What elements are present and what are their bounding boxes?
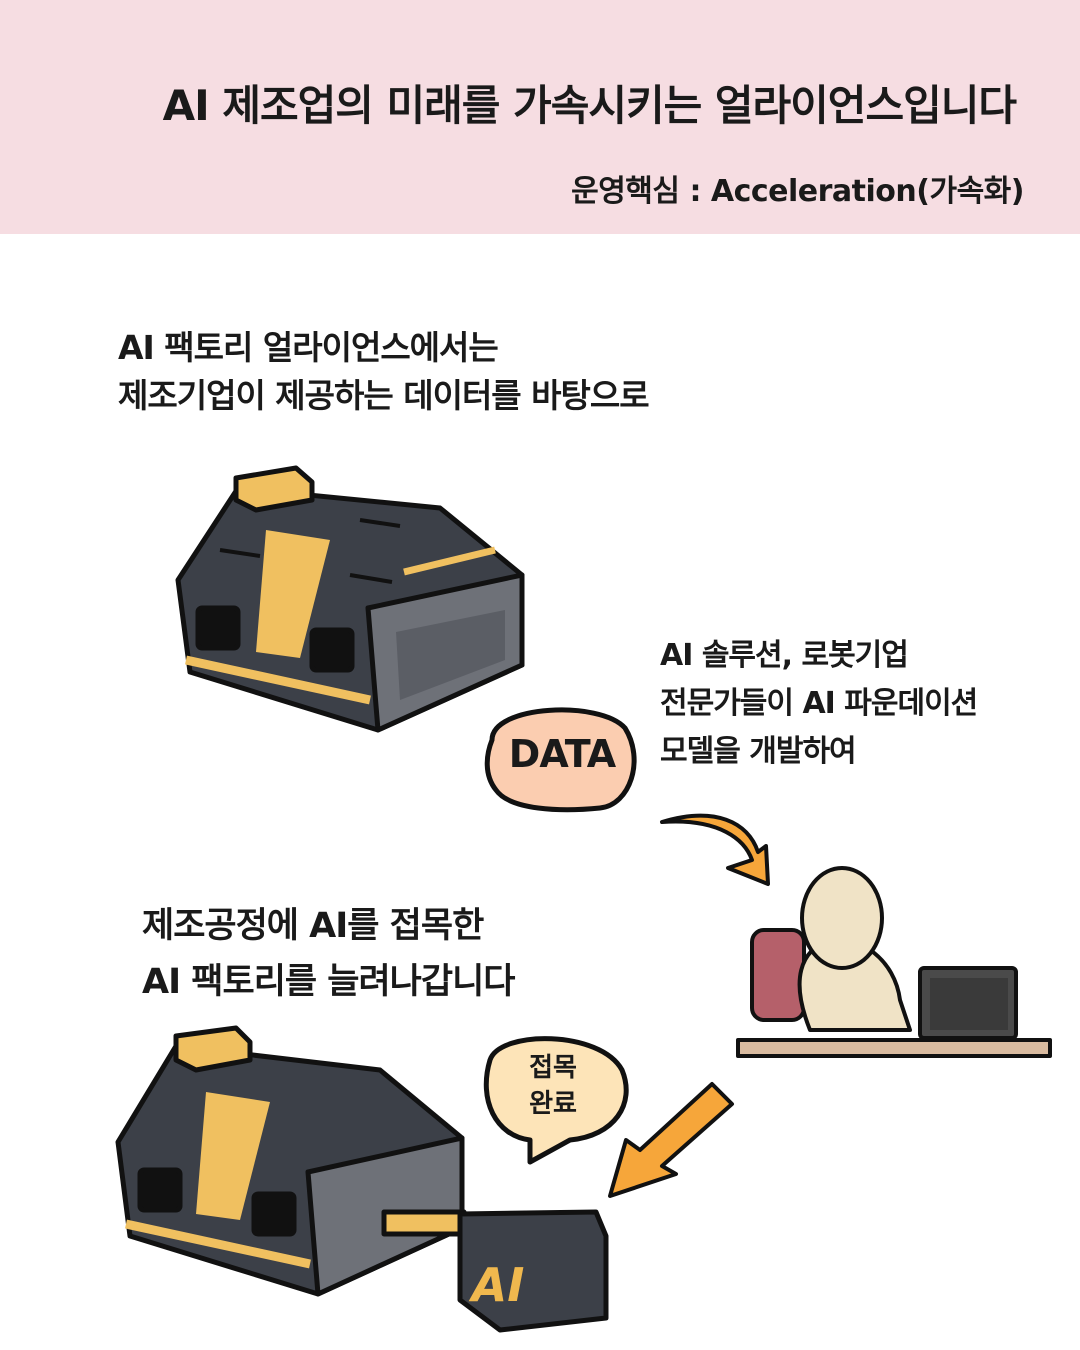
data-bubble-label: DATA <box>508 732 616 776</box>
header-banner: AI 제조업의 미래를 가속시키는 얼라이언스입니다 운영핵심 : Accele… <box>0 0 1080 234</box>
done-bubble <box>483 1036 629 1165</box>
caption-line: AI 팩토리 얼라이언스에서는 <box>118 328 499 367</box>
caption-line: AI 팩토리를 늘려나갑니다 <box>142 962 515 1002</box>
done-bubble-label: 접목 완료 <box>488 1050 618 1122</box>
bubble-line: 접목 <box>529 1053 577 1083</box>
caption-factory: 제조공정에 AI를 접목한 AI 팩토리를 늘려나갑니다 <box>142 898 515 1010</box>
caption-line: AI 솔루션, 로봇기업 <box>660 638 909 673</box>
caption-line: 전문가들이 AI 파운데이션 <box>660 686 978 721</box>
factory-bottom-illustration <box>115 1025 609 1333</box>
arrow-down-left-icon <box>608 1082 734 1198</box>
caption-experts: AI 솔루션, 로봇기업 전문가들이 AI 파운데이션 모델을 개발하여 <box>660 632 978 776</box>
factory-top-illustration <box>175 465 525 733</box>
caption-data-intro: AI 팩토리 얼라이언스에서는 제조기업이 제공하는 데이터를 바탕으로 <box>118 324 650 420</box>
caption-line: 제조공정에 AI를 접목한 <box>142 906 484 946</box>
developer-illustration <box>736 866 1052 1058</box>
page-title: AI 제조업의 미래를 가속시키는 얼라이언스입니다 <box>162 81 1017 130</box>
caption-line: 제조기업이 제공하는 데이터를 바탕으로 <box>118 376 650 415</box>
caption-line: 모델을 개발하여 <box>660 734 857 769</box>
bubble-line: 완료 <box>529 1089 577 1119</box>
ai-module-label: AI <box>471 1258 525 1312</box>
page-subtitle: 운영핵심 : Acceleration(가속화) <box>571 174 1024 209</box>
arrow-down-right-icon <box>660 813 770 886</box>
data-bubble <box>484 707 637 813</box>
